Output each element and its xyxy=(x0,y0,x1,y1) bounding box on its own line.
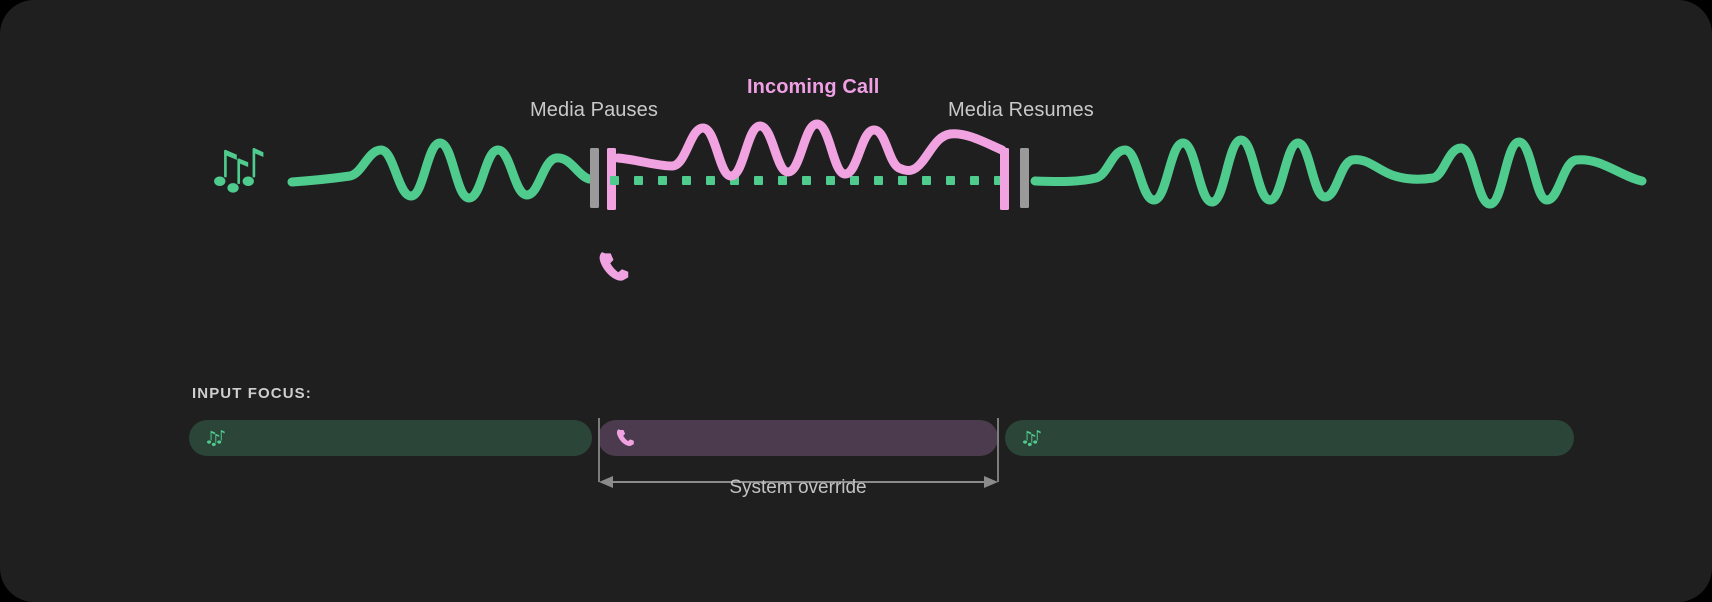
waveform-graphic xyxy=(214,119,1647,210)
media-resumes-label: Media Resumes xyxy=(948,99,1094,121)
media-waveform-after xyxy=(1030,135,1647,209)
media-waveform-before xyxy=(287,138,594,203)
input-focus-section: INPUT FOCUS: System override xyxy=(0,330,1712,602)
focus-track-call[interactable] xyxy=(598,420,998,456)
system-override-label: System override xyxy=(729,477,867,498)
media-pauses-label: Media Pauses xyxy=(530,99,658,121)
muted-media-dotted-line xyxy=(610,176,1003,185)
focus-track-media-left[interactable] xyxy=(189,420,592,456)
resume-marker xyxy=(1000,148,1029,210)
input-focus-title: INPUT FOCUS: xyxy=(192,385,312,402)
focus-track-media-right[interactable] xyxy=(1005,420,1574,456)
incoming-call-label: Incoming Call xyxy=(747,76,880,98)
music-notes-icon xyxy=(1023,430,1041,447)
music-notes-icon xyxy=(207,430,225,447)
system-override-measure xyxy=(598,418,999,488)
music-notes-icon xyxy=(214,148,264,193)
audio-timeline: Media Pauses Incoming Call Media Resumes xyxy=(214,76,1647,281)
call-waveform xyxy=(613,119,1007,181)
phone-icon xyxy=(599,252,629,281)
phone-icon xyxy=(616,429,634,447)
